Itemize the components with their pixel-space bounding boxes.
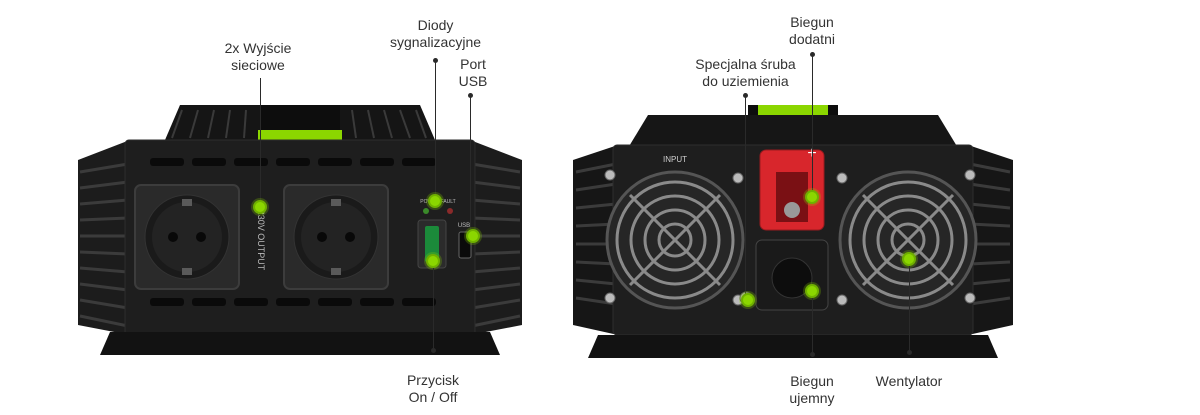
hotspot-ground-screw[interactable] <box>741 293 755 307</box>
inverter-front-panel: 230V OUTPUT POWER FAULT USB <box>78 105 522 355</box>
positive-terminal <box>759 149 825 231</box>
power-switch <box>417 219 447 269</box>
inverter-rear-panel: INPUT + <box>573 105 1013 358</box>
hotspot-positive[interactable] <box>805 190 819 204</box>
hotspot-outputs[interactable] <box>253 200 267 214</box>
output-rating-text: 230V OUTPUT <box>256 210 266 271</box>
callout-fan: Wentylator <box>875 373 943 389</box>
fault-led <box>447 208 453 214</box>
hotspot-leds[interactable] <box>428 194 442 208</box>
brand-logo-plate <box>258 130 342 142</box>
usb-port-text: USB <box>458 223 470 229</box>
ac-socket-1 <box>134 184 240 290</box>
rear-brand-plate <box>758 105 828 115</box>
input-label: INPUT <box>663 155 687 164</box>
right-fan-grille <box>838 170 978 310</box>
power-led <box>423 208 429 214</box>
hotspot-fan[interactable] <box>902 252 916 266</box>
ac-socket-2 <box>283 184 389 290</box>
left-fan-grille <box>605 170 745 310</box>
negative-terminal <box>755 239 829 311</box>
hotspot-negative[interactable] <box>805 284 819 298</box>
hotspot-usb[interactable] <box>466 229 480 243</box>
hotspot-switch[interactable] <box>426 254 440 268</box>
